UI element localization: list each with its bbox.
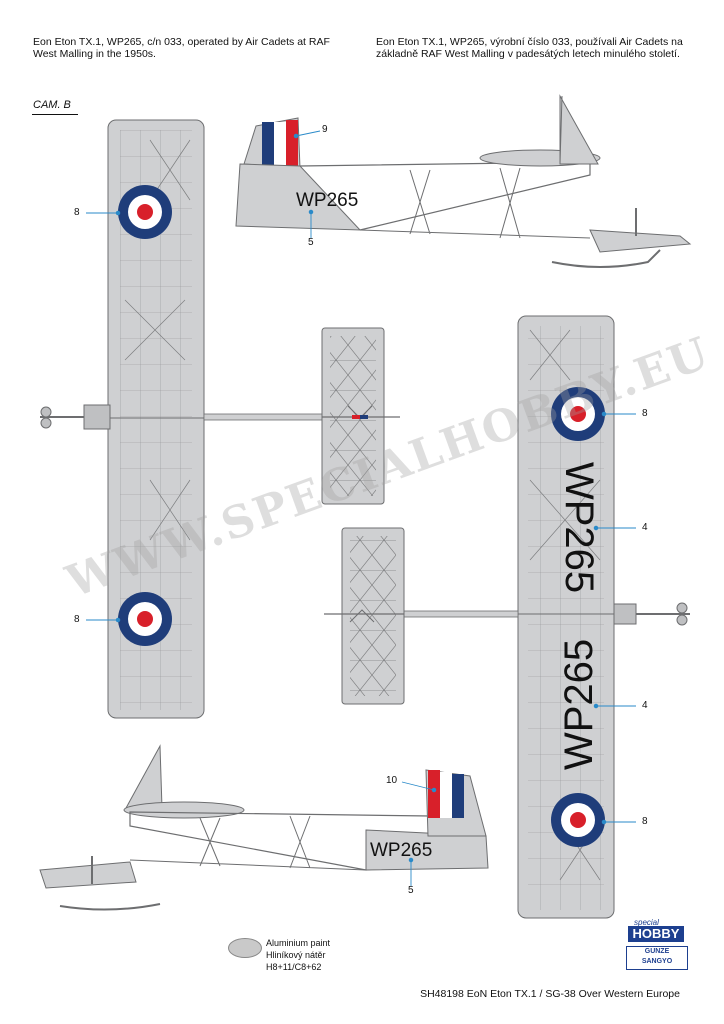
side-view-bottom: WP265 bbox=[39, 744, 489, 911]
callout-5-top: 5 bbox=[308, 237, 314, 248]
left-wing-top-view bbox=[40, 119, 323, 719]
serial-underwing-upper: WP265 bbox=[557, 462, 601, 593]
header-czech: Eon Eton TX.1, WP265, výrobní číslo 033,… bbox=[376, 36, 683, 60]
callout-4-right-upper: 4 bbox=[642, 522, 648, 533]
callout-8-right-bottom: 8 bbox=[642, 816, 648, 827]
paint-codes: H8+11/C8+62 bbox=[266, 962, 322, 972]
roundel-right-wing-lower bbox=[551, 793, 605, 847]
footer-title: SH48198 EoN Eton TX.1 / SG-38 Over Weste… bbox=[420, 988, 680, 1000]
callout-5-bottom: 5 bbox=[408, 885, 414, 896]
special-hobby-logo: special HOBBY GUNZE SANGYO bbox=[626, 918, 688, 974]
side-view-top: WP265 bbox=[235, 94, 692, 268]
paint-name-cz: Hliníkový nátěr bbox=[266, 950, 326, 960]
serial-side-top: WP265 bbox=[296, 190, 358, 211]
paint-swatch bbox=[228, 938, 262, 958]
roundel-right-wing-upper bbox=[551, 387, 605, 441]
left-tailplane bbox=[321, 327, 400, 505]
serial-underwing-lower: WP265 bbox=[557, 639, 601, 770]
callout-10: 10 bbox=[386, 775, 398, 786]
right-wing-underside: WP265 WP265 bbox=[399, 315, 690, 919]
callout-8-bottom-left: 8 bbox=[74, 614, 80, 625]
header-english: Eon Eton TX.1, WP265, c/n 033, operated … bbox=[33, 36, 330, 60]
roundel-left-wing-lower bbox=[118, 592, 172, 646]
gunze-sangyo-logo: GUNZE SANGYO bbox=[626, 946, 688, 970]
callout-8-top-left: 8 bbox=[74, 207, 80, 218]
camouflage-underline bbox=[32, 114, 78, 115]
paint-name-en: Aluminium paint bbox=[266, 938, 331, 948]
callout-8-right-top: 8 bbox=[642, 408, 648, 419]
serial-side-bottom: WP265 bbox=[370, 840, 432, 861]
callout-9: 9 bbox=[322, 124, 328, 135]
camouflage-label: CAM. B bbox=[33, 99, 71, 111]
callout-4-right-lower: 4 bbox=[642, 700, 648, 711]
roundel-left-wing-upper bbox=[118, 185, 172, 239]
right-tailplane bbox=[324, 527, 405, 705]
callout-lines bbox=[86, 130, 636, 886]
